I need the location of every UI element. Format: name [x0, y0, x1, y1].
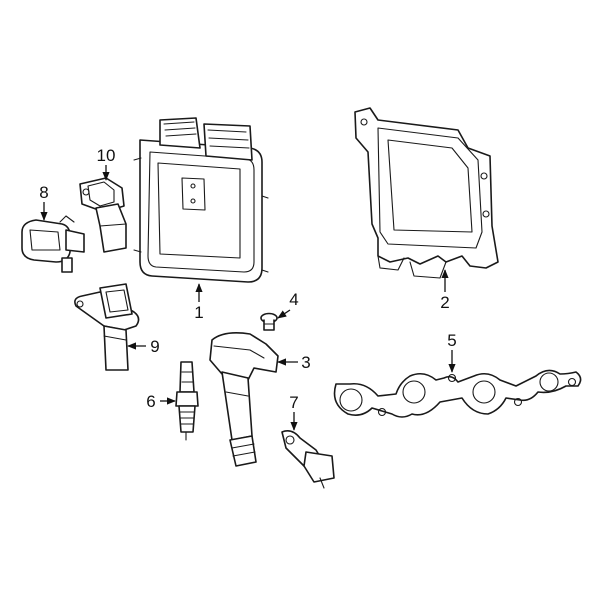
callout-9: 9	[150, 337, 159, 356]
callout-5: 5	[447, 331, 456, 350]
callout-7: 7	[289, 393, 298, 412]
callout-6: 6	[146, 392, 155, 411]
crankshaft-sensor	[74, 283, 140, 371]
callout-10: 10	[97, 146, 116, 165]
knock-sensor	[281, 430, 335, 489]
ignition-coil	[209, 332, 279, 467]
ecm-mounting-bracket	[354, 107, 499, 279]
callout-2: 2	[440, 293, 449, 312]
callout-3: 3	[301, 353, 310, 372]
callout-numbers: 1 2 3 4 5 6 7 8 9 10	[39, 146, 456, 412]
leader-lines	[40, 165, 456, 431]
mounting-bolt	[260, 312, 278, 331]
callout-4: 4	[289, 290, 298, 309]
engine-control-module	[133, 117, 269, 283]
position-sensor	[21, 215, 85, 273]
callout-8: 8	[39, 183, 48, 202]
intake-gasket	[333, 369, 582, 418]
callout-1: 1	[194, 303, 203, 322]
camshaft-sensor	[79, 177, 127, 253]
spark-plug	[175, 361, 199, 441]
